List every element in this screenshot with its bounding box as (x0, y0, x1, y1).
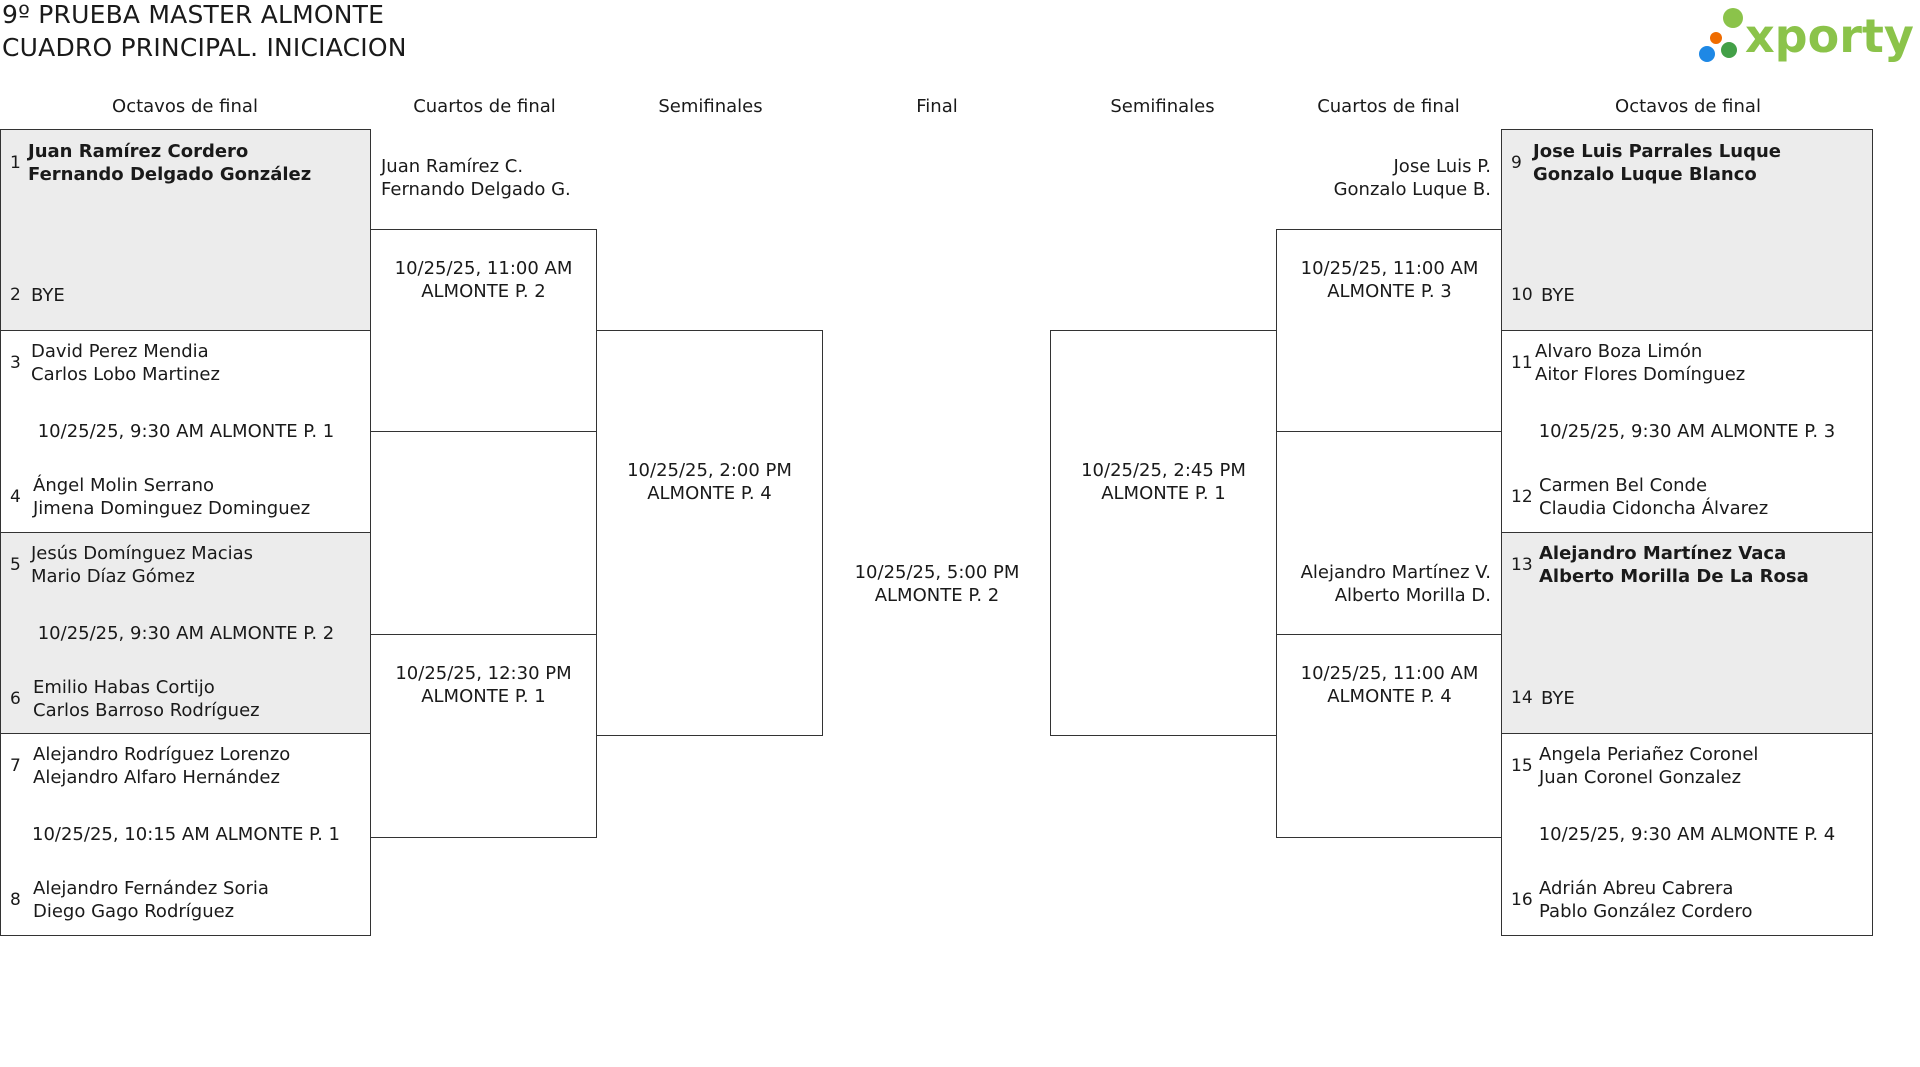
player-name: BYE (1541, 285, 1575, 306)
final-date: 10/25/25, 5:00 PM (854, 562, 1020, 583)
qf-winner-name: Alberto Morilla D. (1334, 585, 1491, 606)
match-court: ALMONTE P. 4 (1327, 686, 1452, 707)
qf-winner-name: Juan Ramírez C. (381, 156, 524, 177)
qf-match-left-1: 10/25/25, 11:00 AM ALMONTE P. 2 (370, 229, 597, 432)
match-date: 10/25/25, 11:00 AM (1300, 258, 1479, 279)
seed-number: 15 (1511, 756, 1533, 776)
match-schedule: 10/25/25, 10:15 AM ALMONTE P. 1 (32, 824, 340, 845)
player-name: Claudia Cidoncha Álvarez (1539, 498, 1769, 519)
seed-number: 10 (1511, 285, 1533, 305)
round-right-semis: Semifinales (1110, 96, 1215, 117)
player-name: Juan Ramírez Cordero (28, 141, 249, 162)
match-date: 10/25/25, 11:00 AM (1300, 663, 1479, 684)
match-schedule: 10/25/25, 9:30 AM ALMONTE P. 1 (37, 421, 335, 442)
player-name: Alejandro Fernández Soria (33, 878, 269, 899)
player-name: Jose Luis Parrales Luque (1533, 141, 1781, 162)
player-name: Carlos Lobo Martinez (31, 364, 220, 385)
seed-number: 2 (10, 285, 21, 305)
player-name: Juan Coronel Gonzalez (1539, 767, 1742, 788)
match-date: 10/25/25, 11:00 AM (394, 258, 573, 279)
match-court: ALMONTE P. 3 (1327, 281, 1452, 302)
match-court: ALMONTE P. 4 (647, 483, 772, 504)
player-name: Alvaro Boza Limón (1535, 341, 1703, 362)
qf-match-right-2: 10/25/25, 11:00 AM ALMONTE P. 4 (1276, 634, 1502, 838)
player-name: Mario Díaz Gómez (31, 566, 195, 587)
logo-text: xporty (1745, 9, 1914, 63)
logo-dot-orange (1710, 32, 1722, 44)
seed-number: 6 (10, 689, 21, 709)
round-left-cuartos: Cuartos de final (413, 96, 556, 117)
qf-winner-name: Alejandro Martínez V. (1300, 562, 1491, 583)
logo-dot-green (1721, 42, 1737, 58)
match-card-2: 3 David Perez Mendia Carlos Lobo Martine… (0, 330, 371, 533)
qf-match-right-1: 10/25/25, 11:00 AM ALMONTE P. 3 (1276, 229, 1502, 432)
player-name: Alberto Morilla De La Rosa (1539, 566, 1809, 587)
qf-match-left-2: 10/25/25, 12:30 PM ALMONTE P. 1 (370, 634, 597, 838)
match-court: ALMONTE P. 1 (421, 686, 546, 707)
seed-number: 14 (1511, 688, 1533, 708)
player-name: BYE (31, 285, 65, 306)
match-schedule: 10/25/25, 9:30 AM ALMONTE P. 3 (1538, 421, 1836, 442)
seed-number: 13 (1511, 555, 1533, 575)
player-name: Fernando Delgado González (28, 164, 312, 185)
player-name: Alejandro Rodríguez Lorenzo (33, 744, 291, 765)
match-court: ALMONTE P. 2 (421, 281, 546, 302)
round-left-semis: Semifinales (658, 96, 763, 117)
seed-number: 8 (10, 890, 21, 910)
seed-number: 7 (10, 756, 21, 776)
qf-winner-name: Gonzalo Luque B. (1333, 179, 1491, 200)
match-card-1: 1 Juan Ramírez Cordero Fernando Delgado … (0, 129, 371, 331)
player-name: Pablo González Cordero (1539, 901, 1753, 922)
player-name: Jesús Domínguez Macias (31, 543, 254, 564)
player-name: Aitor Flores Domínguez (1535, 364, 1746, 385)
player-name: Adrián Abreu Cabrera (1539, 878, 1734, 899)
player-name: David Perez Mendia (31, 341, 209, 362)
player-name: Carlos Barroso Rodríguez (33, 700, 260, 721)
seed-number: 9 (1511, 153, 1522, 173)
sf-match-left: 10/25/25, 2:00 PM ALMONTE P. 4 (596, 330, 823, 736)
player-name: Alejandro Alfaro Hernández (33, 767, 280, 788)
sf-match-right: 10/25/25, 2:45 PM ALMONTE P. 1 (1050, 330, 1277, 736)
match-date: 10/25/25, 2:45 PM (1081, 460, 1246, 481)
seed-number: 3 (10, 353, 21, 373)
player-name: Carmen Bel Conde (1539, 475, 1708, 496)
seed-number: 5 (10, 555, 21, 575)
qf-winner-name: Jose Luis P. (1393, 156, 1492, 177)
player-name: Diego Gago Rodríguez (33, 901, 235, 922)
round-right-cuartos: Cuartos de final (1317, 96, 1460, 117)
player-name: Gonzalo Luque Blanco (1533, 164, 1757, 185)
match-card-8: 15 Angela Periañez Coronel Juan Coronel … (1501, 733, 1873, 936)
player-name: Emilio Habas Cortijo (33, 677, 215, 698)
round-left-octavos: Octavos de final (112, 96, 258, 117)
xporty-logo: xporty (1699, 8, 1914, 63)
logo-dot-lightgreen (1723, 8, 1743, 28)
match-date: 10/25/25, 2:00 PM (627, 460, 792, 481)
match-schedule: 10/25/25, 9:30 AM ALMONTE P. 2 (37, 623, 335, 644)
player-name: Angela Periañez Coronel (1539, 744, 1759, 765)
match-date: 10/25/25, 12:30 PM (395, 663, 572, 684)
qf-winner-name: Fernando Delgado G. (381, 179, 571, 200)
seed-number: 11 (1511, 353, 1533, 373)
player-name: Jimena Dominguez Dominguez (33, 498, 311, 519)
round-right-octavos: Octavos de final (1615, 96, 1761, 117)
seed-number: 16 (1511, 890, 1533, 910)
match-card-6: 11 Alvaro Boza Limón Aitor Flores Domíng… (1501, 330, 1873, 533)
match-schedule: 10/25/25, 9:30 AM ALMONTE P. 4 (1538, 824, 1836, 845)
match-card-7: 13 Alejandro Martínez Vaca Alberto Moril… (1501, 532, 1873, 734)
round-final: Final (916, 96, 958, 117)
match-card-4: 7 Alejandro Rodríguez Lorenzo Alejandro … (0, 733, 371, 936)
match-card-3: 5 Jesús Domínguez Macias Mario Díaz Góme… (0, 532, 371, 734)
final-court: ALMONTE P. 2 (874, 585, 1000, 606)
player-name: Alejandro Martínez Vaca (1539, 543, 1787, 564)
seed-number: 4 (10, 487, 21, 507)
seed-number: 12 (1511, 487, 1533, 507)
title-line-2: CUADRO PRINCIPAL. INICIACION (2, 33, 407, 62)
match-card-5: 9 Jose Luis Parrales Luque Gonzalo Luque… (1501, 129, 1873, 331)
match-court: ALMONTE P. 1 (1101, 483, 1226, 504)
title-line-1: 9º PRUEBA MASTER ALMONTE (2, 0, 385, 29)
player-name: BYE (1541, 688, 1575, 709)
logo-dot-blue (1699, 46, 1715, 62)
player-name: Ángel Molin Serrano (33, 475, 215, 496)
seed-number: 1 (10, 153, 21, 173)
